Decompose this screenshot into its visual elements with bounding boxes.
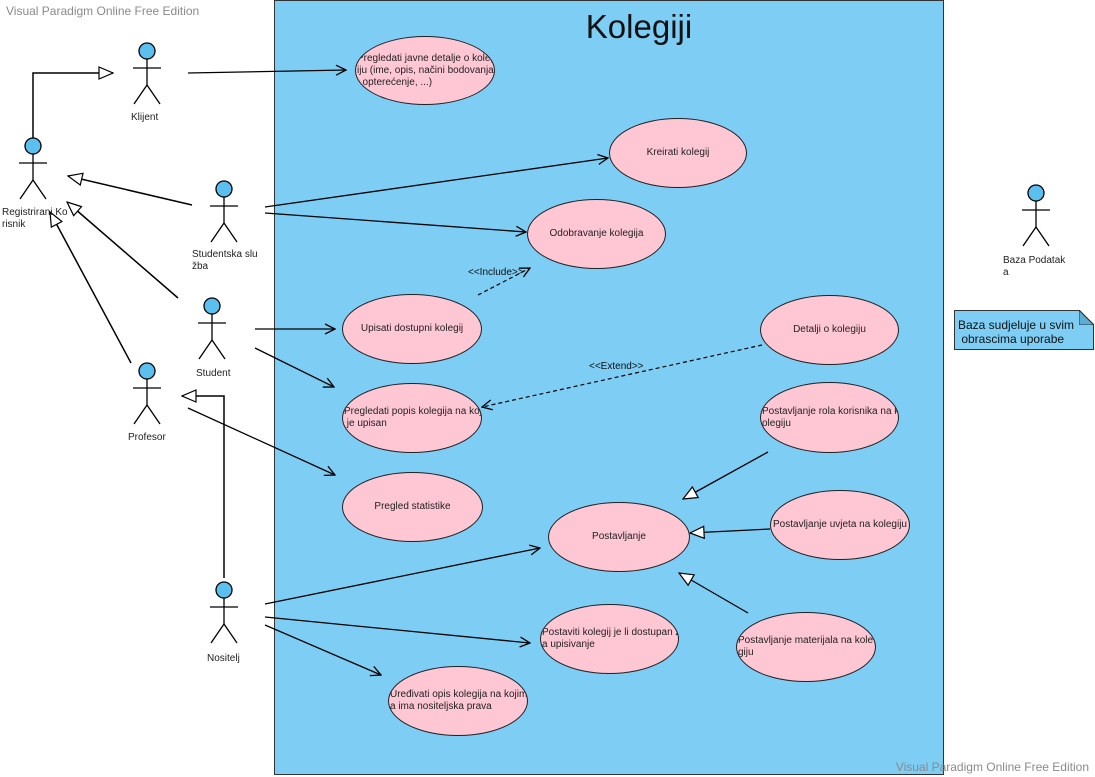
generalization-student-registrirani [67, 202, 179, 299]
actor-klijent-icon [133, 42, 161, 105]
assoc-student-popis [254, 347, 334, 387]
use-case-label: Postavljanje uvjeta na kolegiju [773, 519, 907, 530]
assoc-klijent-pregledati-javne [187, 70, 346, 73]
generalization-materijala-postavljanje [679, 573, 749, 614]
assoc-sluzba-odobravanje [264, 212, 526, 232]
use-case-pregledati-javne-detalje[interactable]: Pregledati javne detalje o koleg iju (im… [355, 36, 495, 105]
use-case-label: Pregled statistike [374, 501, 451, 512]
generalization-nositelj-profesor [182, 396, 225, 578]
use-case-pregledati-popis-kolegija[interactable]: Pregledati popis kolegija na koje je upi… [342, 383, 482, 453]
actor-nositelj-icon [210, 581, 238, 644]
note-fold-icon [1079, 310, 1094, 325]
actor-registrirani-korisnik-icon [19, 137, 47, 200]
note-baza-sudjeluje[interactable]: Baza sudjeluje u svim obrascima uporabe [954, 310, 1094, 350]
actor-registrirani-korisnik-label: Registrirani Ko risnik [2, 207, 68, 230]
actor-student-label: Student [196, 368, 231, 379]
use-case-label: Odobravanje kolegija [549, 228, 644, 239]
use-case-label: Kreirati kolegij [646, 147, 710, 158]
actor-studentska-sluzba-label: Studentska slu žba [192, 249, 258, 272]
system-title: Kolegiji [585, 8, 693, 45]
actor-baza-podataka-label: Baza Podatak a [1003, 255, 1066, 278]
assoc-nositelj-dostupan [264, 616, 530, 643]
use-case-odobravanje-kolegija[interactable]: Odobravanje kolegija [527, 199, 666, 269]
generalization-rola-postavljanje [683, 451, 769, 499]
use-case-kreirati-kolegij[interactable]: Kreirati kolegij [609, 118, 747, 188]
use-case-label: Pregledati popis kolegija na koje je upi… [344, 406, 482, 429]
actor-profesor-icon [133, 362, 161, 425]
actor-student-icon [198, 297, 226, 360]
generalization-profesor-registrirani [50, 212, 132, 364]
watermark-bottom: Visual Paradigm Online Free Edition [895, 760, 1089, 774]
generalization-registrirani-klijent [32, 73, 113, 140]
use-case-label: Pregledati javne detalje o koleg iju (im… [357, 52, 495, 88]
use-case-postavljanje-rola-korisnika[interactable]: Postavljanje rola korisnika na k olegiju [760, 382, 899, 453]
actor-studentska-sluzba-icon [210, 180, 238, 243]
use-case-label: Postavljanje rola korisnika na k olegiju [762, 405, 899, 429]
use-case-postaviti-kolegij-dostupan[interactable]: Postaviti kolegij je li dostupan z a upi… [540, 604, 679, 674]
generalization-uvjeta-postavljanje [690, 529, 771, 533]
use-case-label: Postavljanje materijala na kole giju [738, 635, 874, 658]
assoc-profesor-statistika [187, 407, 335, 475]
use-case-label: Uređivati opis kolegija na kojim a ima n… [390, 689, 528, 712]
use-case-label: Postavljanje [592, 531, 646, 542]
use-case-detalji-o-kolegiju[interactable]: Detalji o kolegiju [760, 295, 899, 365]
use-case-postavljanje-uvjeta[interactable]: Postavljanje uvjeta na kolegiju [770, 490, 910, 560]
actor-klijent-label: Klijent [131, 112, 159, 123]
use-case-label: Postaviti kolegij je li dostupan z a upi… [542, 627, 678, 650]
use-case-pregled-statistike[interactable]: Pregled statistike [342, 472, 483, 542]
use-case-postavljanje[interactable]: Postavljanje [548, 502, 690, 572]
use-case-upisati-dostupni-kolegij[interactable]: Upisati dostupni kolegij [342, 294, 482, 364]
use-case-uredivati-opis-kolegija[interactable]: Uređivati opis kolegija na kojim a ima n… [388, 666, 528, 736]
generalization-sluzba-registrirani [68, 176, 193, 206]
include-upisati-odobravanje [477, 268, 530, 296]
include-label: <<Include>> [468, 267, 524, 278]
extend-detalji-popis [482, 344, 763, 407]
assoc-nositelj-postavljanje [264, 548, 540, 605]
use-case-postavljanje-materijala[interactable]: Postavljanje materijala na kole giju [736, 612, 876, 682]
actor-baza-podataka-icon [1022, 184, 1050, 247]
watermark-top: Visual Paradigm Online Free Edition [6, 4, 200, 18]
use-case-label: Detalji o kolegiju [793, 324, 866, 335]
extend-label: <<Extend>> [589, 361, 644, 372]
use-case-label: Upisati dostupni kolegij [360, 323, 464, 334]
assoc-nositelj-uredivati [264, 624, 381, 675]
actor-profesor-label: Profesor [128, 432, 166, 443]
actor-nositelj-label: Nositelj [207, 653, 240, 664]
assoc-sluzba-kreirati [264, 158, 608, 208]
